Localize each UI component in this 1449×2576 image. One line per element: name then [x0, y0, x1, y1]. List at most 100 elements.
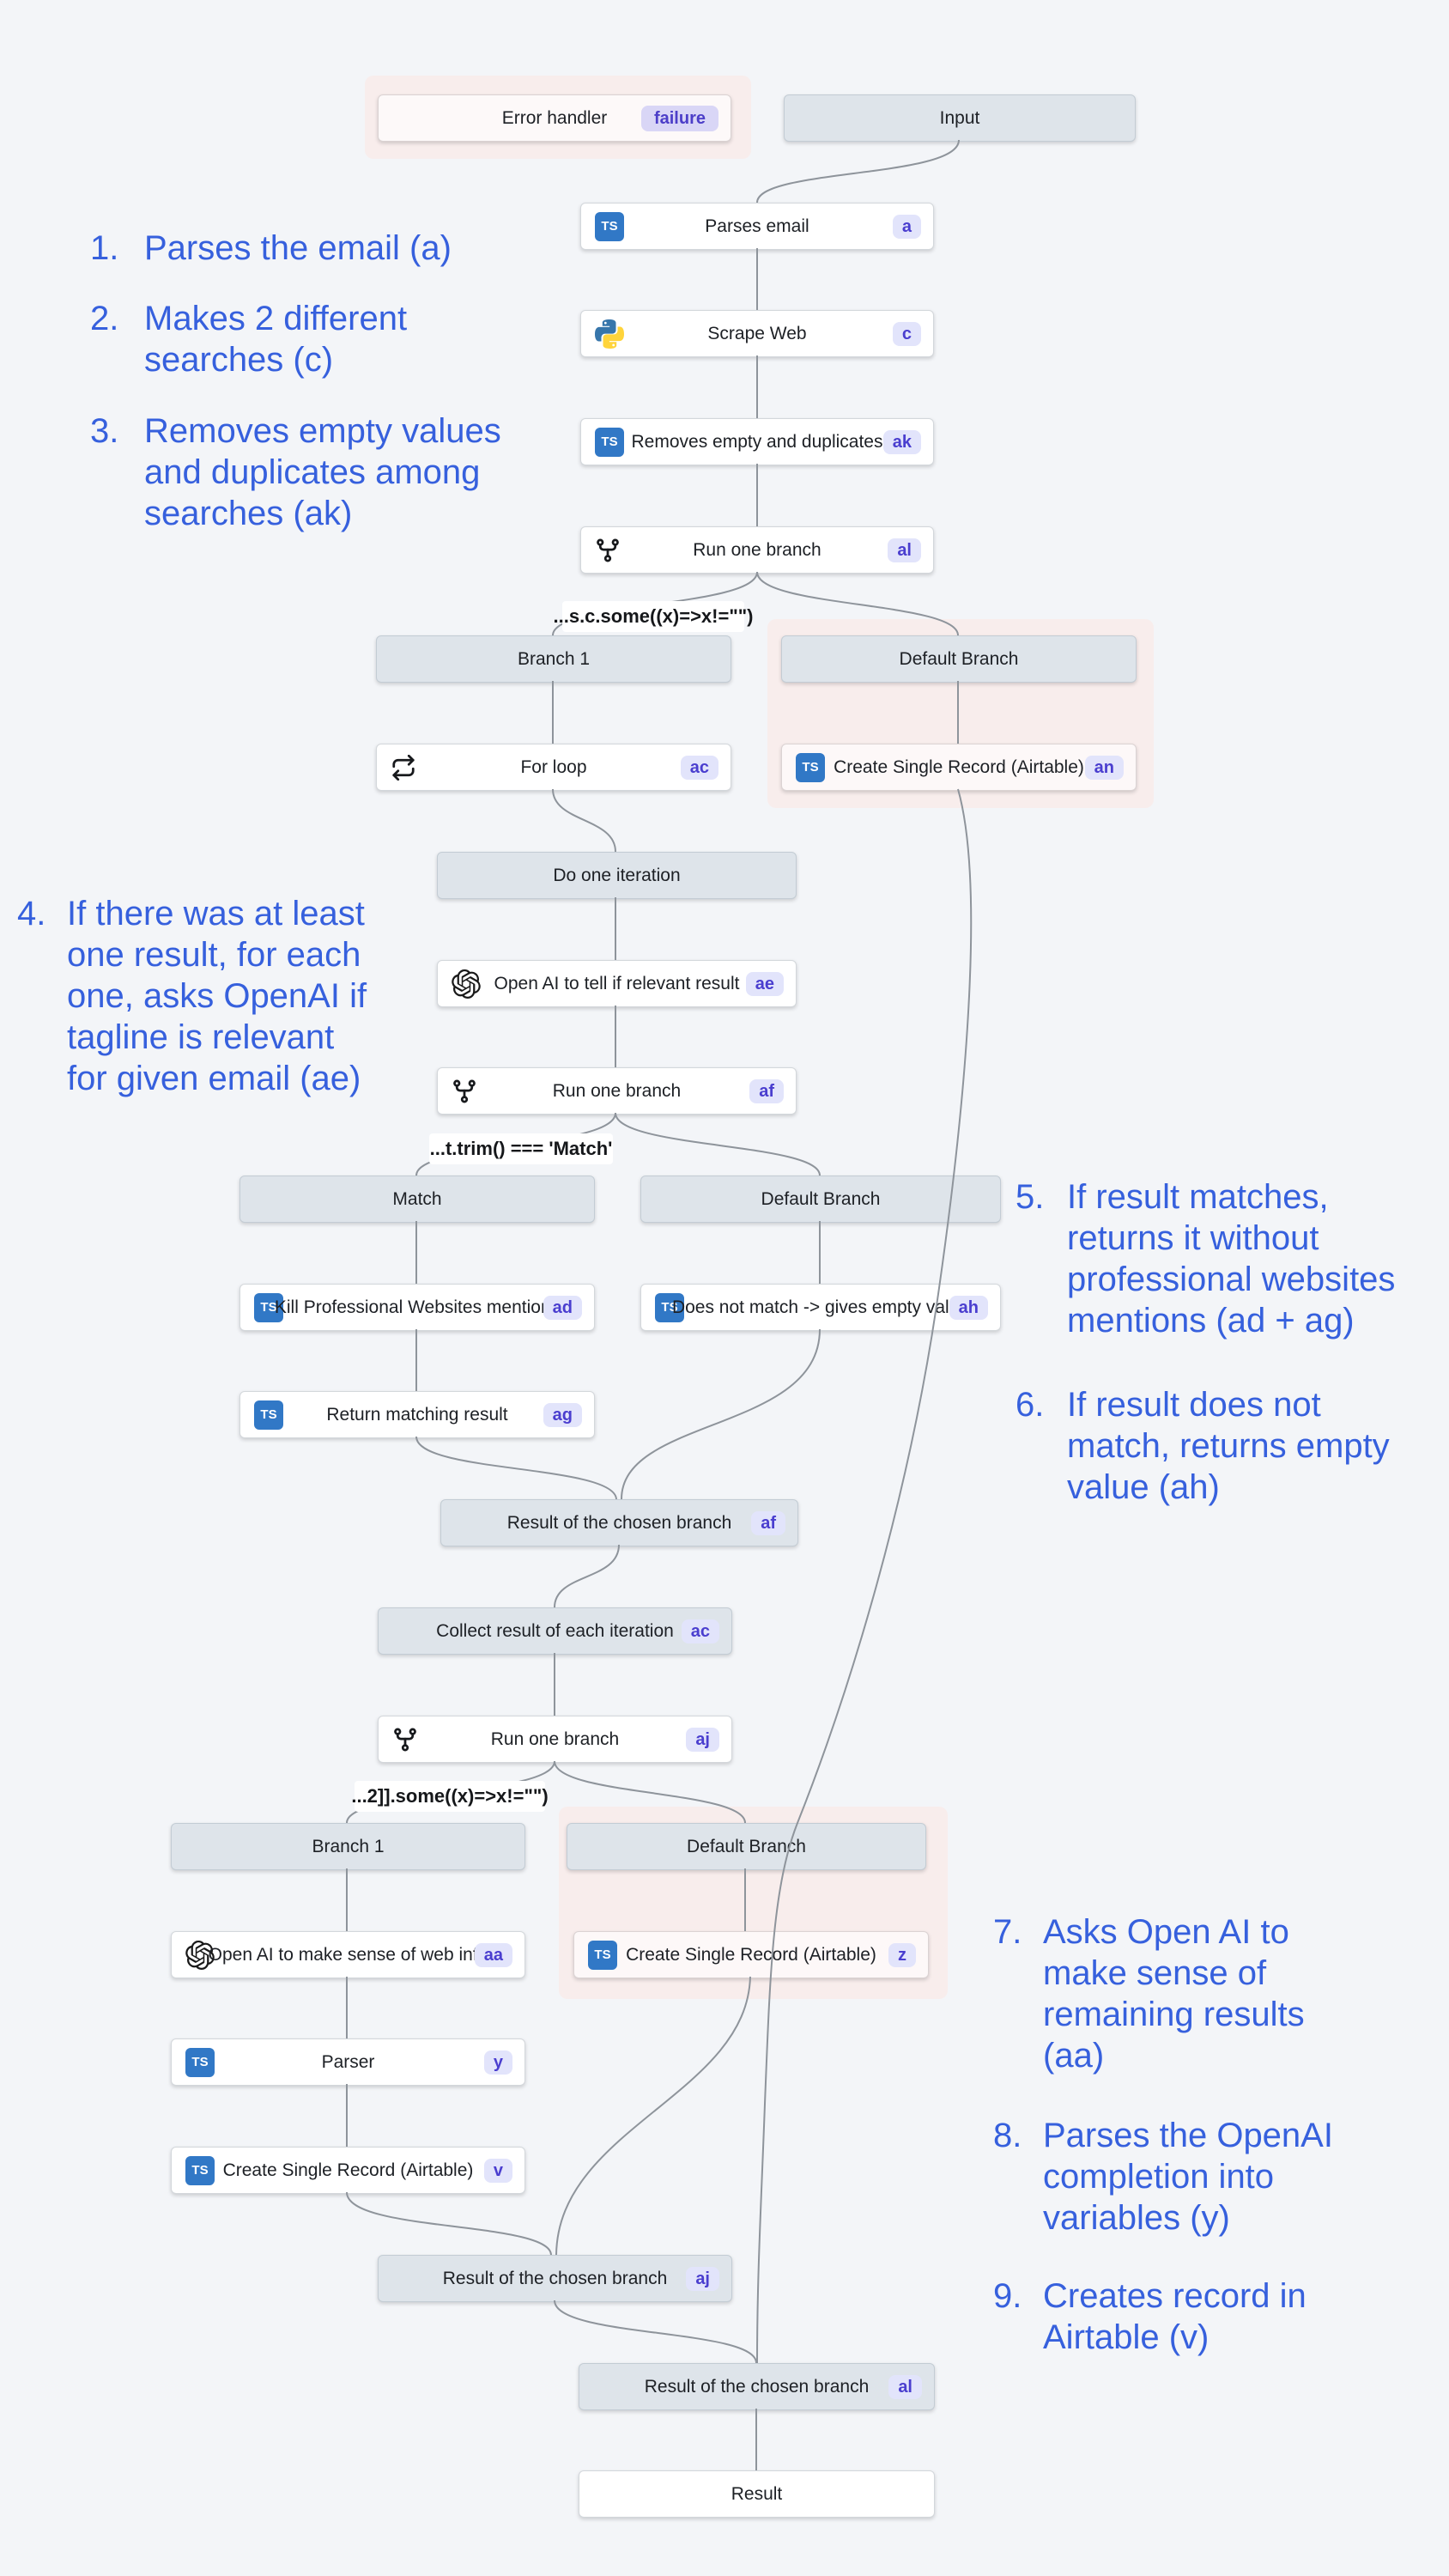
condition-text: ...t.trim() === 'Match' [429, 1138, 613, 1159]
node-result-chosen-branch-aj[interactable]: Result of the chosen branch aj [378, 2255, 732, 2302]
failure-badge: failure [640, 105, 718, 131]
openai-icon [185, 1940, 215, 1970]
step-id-badge: aj [686, 2266, 719, 2291]
node-for-loop[interactable]: For loop ac [376, 744, 731, 791]
node-create-single-record-z[interactable]: TS Create Single Record (Airtable) z [573, 1931, 929, 1978]
node-label: Collect result of each iteration [436, 1620, 674, 1641]
annotation-number: 7. [993, 1913, 1022, 1951]
annotation-line: Parses the email (a) [144, 229, 452, 267]
node-label: Run one branch [693, 539, 822, 560]
step-id-badge: ah [949, 1295, 988, 1320]
annotation-line: value (ah) [1067, 1468, 1220, 1506]
node-default-branch-top[interactable]: Default Branch [781, 635, 1137, 683]
edge-connector [615, 1112, 821, 1176]
annotation-line: If result does not [1067, 1386, 1321, 1424]
node-label: Result of the chosen branch [442, 2268, 668, 2288]
python-icon [595, 319, 624, 349]
branch-condition-label: ...s.c.some((x)=>x!="") [554, 601, 754, 632]
node-branch-1-top[interactable]: Branch 1 [376, 635, 731, 683]
annotation-line: If there was at least [67, 895, 365, 933]
node-match-branch[interactable]: Match [239, 1176, 595, 1223]
node-label: Removes empty and duplicates [631, 431, 883, 452]
edge-connector [552, 788, 616, 853]
annotation-number: 4. [17, 895, 46, 933]
step-id-badge: ac [680, 755, 718, 780]
annotation-line: Creates record in [1043, 2277, 1307, 2315]
edge-connector [554, 1544, 620, 1608]
node-label: For loop [520, 756, 587, 777]
annotation-line: variables (y) [1043, 2199, 1230, 2237]
node-branch-1-bottom[interactable]: Branch 1 [171, 1823, 525, 1870]
annotation-line: one, asks OpenAI if [67, 977, 367, 1015]
edge-connector [756, 788, 973, 2364]
edge-connector [346, 2191, 552, 2256]
branch-icon [392, 1727, 418, 1753]
node-label: Scrape Web [707, 323, 807, 343]
annotation-line: and duplicates among [144, 453, 481, 491]
step-id-badge: z [888, 1942, 916, 1967]
node-label: Return matching result [326, 1404, 508, 1425]
ts-icon: TS [588, 1940, 617, 1970]
condition-text: ...2]].some((x)=>x!="") [351, 1785, 549, 1807]
node-default-branch-bottom[interactable]: Default Branch [567, 1823, 926, 1870]
edge-connector [756, 139, 960, 204]
annotation-number: 3. [90, 412, 119, 450]
annotation-number: 6. [1016, 1386, 1045, 1424]
node-default-branch-mid[interactable]: Default Branch [640, 1176, 1001, 1223]
annotation-number: 1. [90, 229, 119, 267]
annotation-line: Asks Open AI to [1043, 1913, 1289, 1951]
annotation-line: for given email (ae) [67, 1060, 361, 1097]
node-label: Match [392, 1188, 442, 1209]
edge-connector [621, 1328, 821, 1500]
branch-condition-label: ...2]].some((x)=>x!="") [351, 1781, 549, 1812]
annotation-line: match, returns empty [1067, 1427, 1390, 1465]
annotation-number: 9. [993, 2277, 1022, 2315]
step-id-badge: v [483, 2158, 512, 2183]
node-input[interactable]: Input [784, 94, 1136, 142]
annotation-line: Airtable (v) [1043, 2318, 1210, 2356]
annotation-line: returns it without [1067, 1219, 1319, 1257]
step-id-badge: ad [543, 1295, 582, 1320]
node-label: Create Single Record (Airtable) [626, 1944, 876, 1965]
step-id-badge: af [751, 1510, 785, 1535]
annotation-line: mentions (ad + ag) [1067, 1302, 1355, 1340]
annotation-line: searches (ak) [144, 495, 353, 532]
edge-connector [554, 2300, 757, 2364]
annotation-line: (aa) [1043, 2037, 1105, 2075]
step-id-badge: ak [882, 429, 921, 454]
node-label: Open AI to make sense of web info [208, 1944, 488, 1965]
annotation-number: 5. [1016, 1178, 1045, 1216]
annotation-line: tagline is relevant [67, 1018, 335, 1056]
node-label: Result of the chosen branch [644, 2376, 870, 2397]
ts-icon: TS [254, 1400, 283, 1430]
node-result[interactable]: Result [579, 2470, 935, 2518]
loop-icon [391, 754, 416, 781]
node-do-one-iteration[interactable]: Do one iteration [437, 852, 797, 899]
